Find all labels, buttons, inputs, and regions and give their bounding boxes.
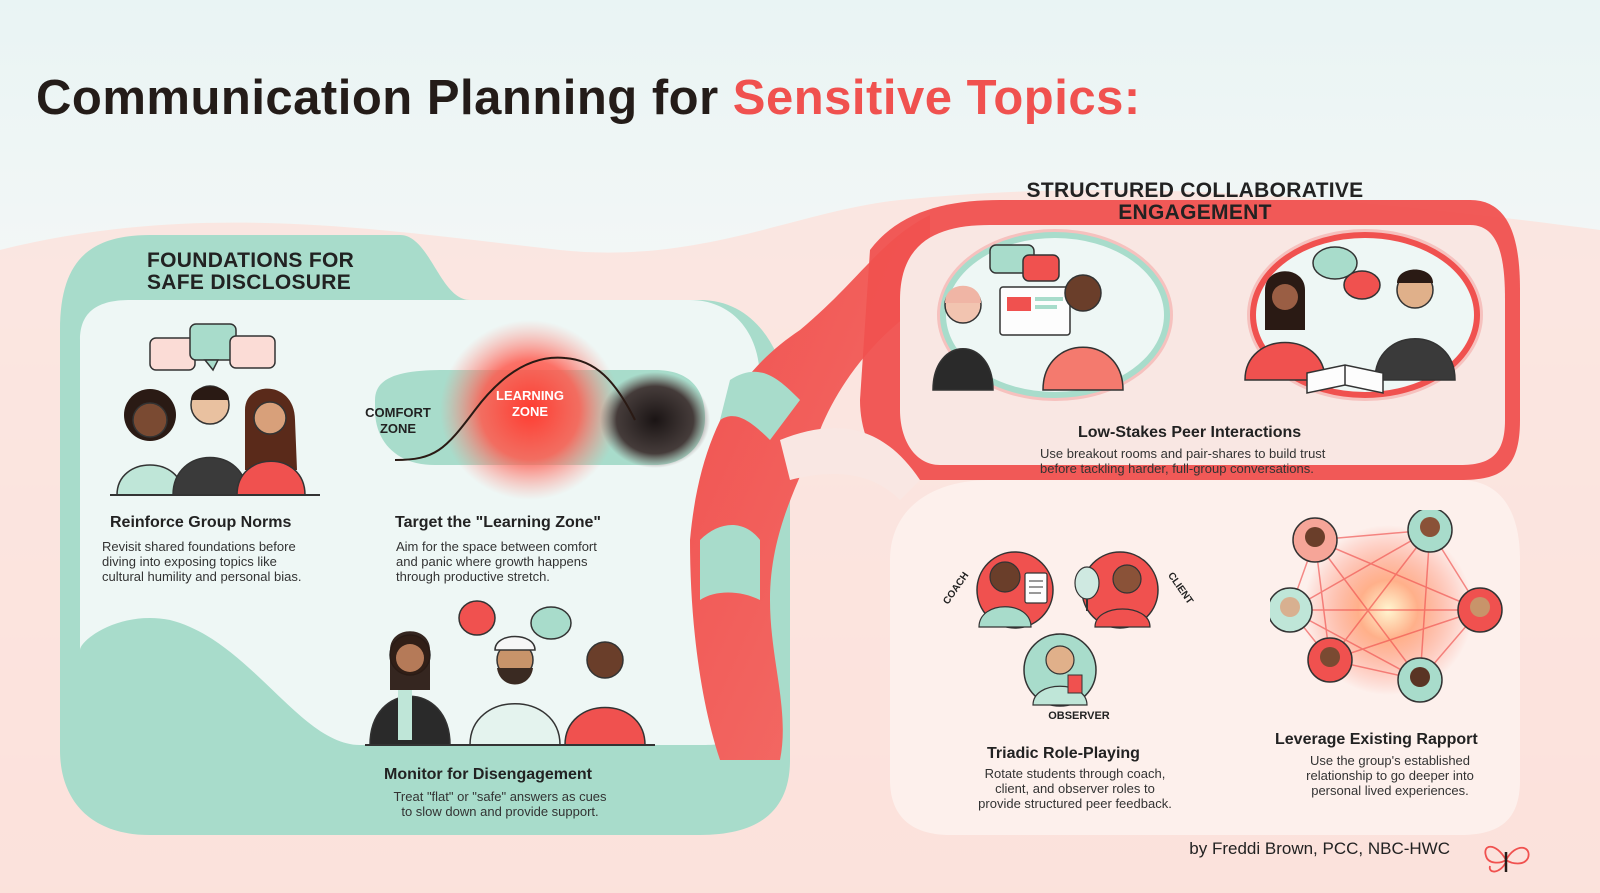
triadic-title: Triadic Role-Playing <box>987 745 1140 762</box>
learning-line2: ZONE <box>511 404 549 419</box>
speech-bubbles-icon <box>149 323 276 372</box>
page-title: Communication Planning for Sensitive Top… <box>36 70 1141 126</box>
mirror-icon <box>1074 566 1100 611</box>
triad-roles-illustration <box>976 551 1159 707</box>
peer-desc: Use breakout rooms and pair-shares to bu… <box>1040 446 1325 476</box>
rapport-title: Leverage Existing Rapport <box>1275 731 1478 748</box>
comfort-line1: COMFORT <box>365 405 431 420</box>
norms-desc-line: Revisit shared foundations before <box>102 539 296 554</box>
rapport-desc-line: relationship to go deeper into <box>1306 768 1474 783</box>
role-observer-label: OBSERVER <box>1048 710 1110 722</box>
left-heading-line1: FOUNDATIONS FOR <box>147 249 355 272</box>
open-book-icon <box>1306 364 1384 394</box>
learning-desc-line: and panic where growth happens <box>396 554 588 569</box>
conversation-icon <box>365 600 655 746</box>
learning-zone-curve-icon <box>375 320 710 500</box>
author-byline: by Freddi Brown, PCC, NBC-HWC <box>1189 839 1450 858</box>
disengagement-title: Monitor for Disengagement <box>384 766 593 783</box>
left-section-heading: FOUNDATIONS FOR SAFE DISCLOSURE <box>147 250 354 294</box>
network-icon <box>1270 510 1503 703</box>
peer-interactions-illustration <box>932 229 1483 401</box>
right-heading-line2: ENGAGEMENT <box>1118 201 1272 224</box>
right-section-heading: STRUCTURED COLLABORATIVE ENGAGEMENT <box>1005 180 1385 224</box>
rapport-desc-line: personal lived experiences. <box>1311 783 1469 798</box>
triadic-desc-line: Rotate students through coach, <box>984 766 1166 781</box>
triadic-desc-line: provide structured peer feedback. <box>978 796 1172 811</box>
peer-desc-line: before tackling harder, full-group conve… <box>1040 461 1314 476</box>
norms-desc-line: cultural humility and personal bias. <box>102 569 302 584</box>
learning-desc-line: through productive stretch. <box>396 569 550 584</box>
disengagement-desc-line: Treat "flat" or "safe" answers as cues <box>393 789 607 804</box>
disengagement-desc: Treat "flat" or "safe" answers as cues t… <box>360 789 640 819</box>
norms-desc: Revisit shared foundations before diving… <box>102 539 301 584</box>
peer-desc-line: Use breakout rooms and pair-shares to bu… <box>1040 446 1326 461</box>
right-heading-line1: STRUCTURED COLLABORATIVE <box>1026 179 1364 202</box>
title-part2: Sensitive Topics: <box>732 71 1141 125</box>
laptop-icon <box>999 286 1071 336</box>
comfort-zone-label: COMFORT ZONE <box>362 405 434 437</box>
group-people-icon <box>110 323 320 496</box>
title-part1: Communication Planning for <box>36 71 719 125</box>
triadic-desc: Rotate students through coach, client, a… <box>940 766 1210 811</box>
butterfly-logo-icon <box>1484 845 1530 873</box>
learning-zone-desc: Aim for the space between comfort and pa… <box>396 539 597 584</box>
triadic-desc-line: client, and observer roles to <box>995 781 1155 796</box>
norms-title: Reinforce Group Norms <box>110 514 292 531</box>
learning-desc-line: Aim for the space between comfort <box>396 539 597 554</box>
rapport-desc: Use the group's established relationship… <box>1260 753 1520 798</box>
left-heading-line2: SAFE DISCLOSURE <box>147 271 352 294</box>
disengagement-desc-line: to slow down and provide support. <box>401 804 599 819</box>
rapport-desc-line: Use the group's established <box>1309 753 1471 768</box>
norms-desc-line: diving into exposing topics like <box>102 554 277 569</box>
learning-line1: LEARNING <box>496 388 564 403</box>
comfort-line2: ZONE <box>379 421 417 436</box>
learning-zone-label: LEARNING ZONE <box>485 388 575 420</box>
clipboard-icon <box>1024 572 1048 604</box>
learning-zone-title: Target the "Learning Zone" <box>395 514 601 531</box>
peer-title: Low-Stakes Peer Interactions <box>1078 424 1302 441</box>
